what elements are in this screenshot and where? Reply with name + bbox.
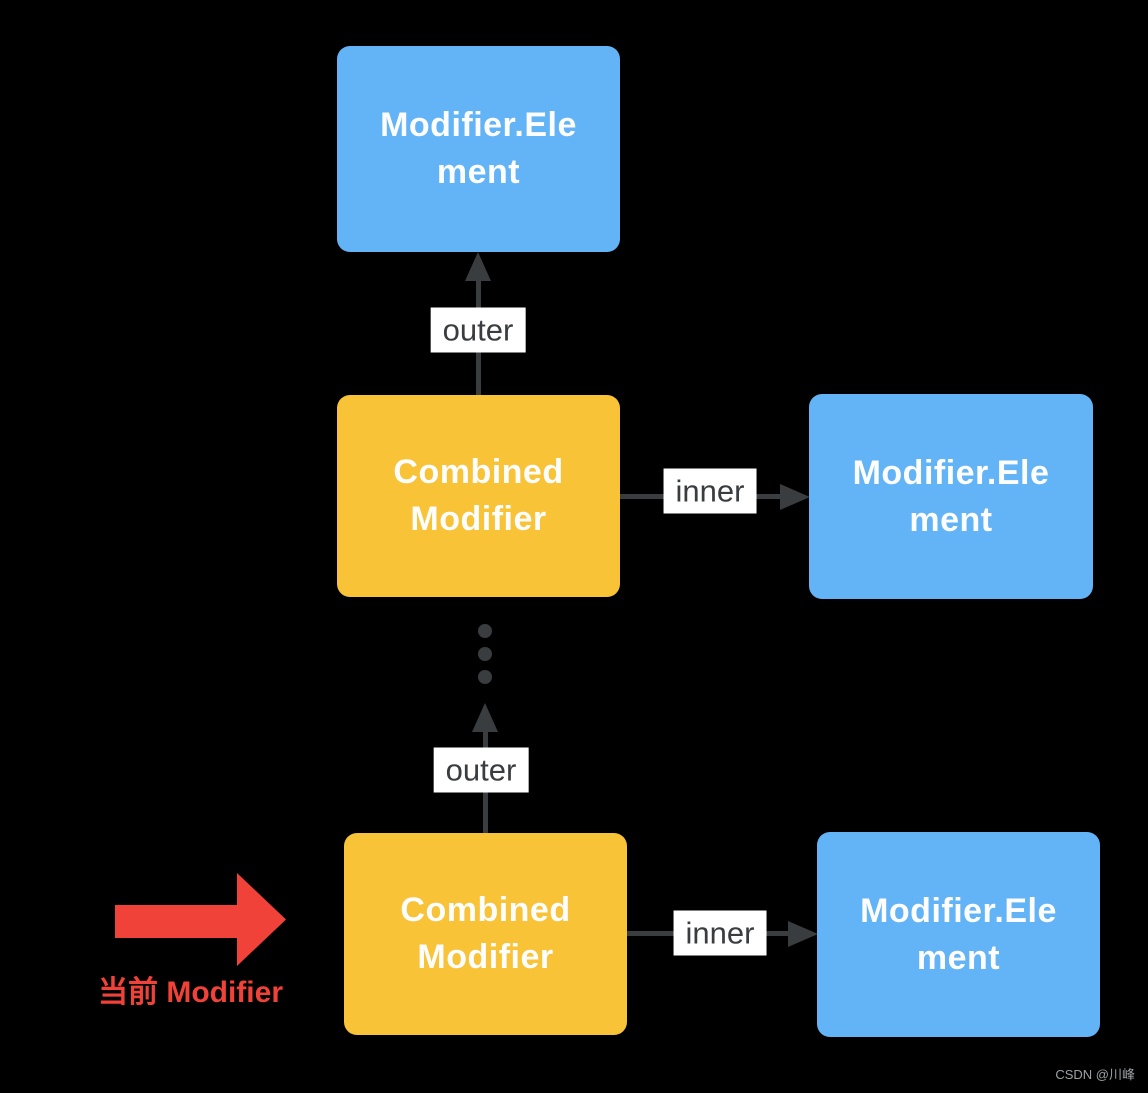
edge-label-inner-mid: inner: [663, 468, 757, 514]
node-modifier-element-bottom: Modifier.Ele ment: [817, 832, 1100, 1037]
edge-label-inner-bottom: inner: [673, 910, 767, 956]
vertical-ellipsis-dot: [478, 624, 492, 638]
vertical-ellipsis-dot: [478, 647, 492, 661]
edge-label-outer-top: outer: [430, 307, 526, 353]
edge-inner-mid-arrowhead-icon: [780, 484, 810, 510]
current-modifier-pointer-icon: [115, 873, 286, 966]
edge-label-outer-bottom: outer: [433, 747, 529, 793]
node-modifier-element-middle: Modifier.Ele ment: [809, 394, 1093, 599]
edge-inner-bottom-arrowhead-icon: [788, 921, 818, 947]
node-modifier-element-top: Modifier.Ele ment: [337, 46, 620, 252]
edge-outer-bottom-arrowhead-icon: [472, 703, 498, 732]
vertical-ellipsis-dot: [478, 670, 492, 684]
current-modifier-label: 当前 Modifier: [98, 976, 283, 1009]
edge-outer-top-arrowhead-icon: [465, 252, 491, 281]
watermark-text: CSDN @川峰: [1055, 1067, 1135, 1082]
node-combined-modifier-middle: Combined Modifier: [337, 395, 620, 597]
node-combined-modifier-bottom: Combined Modifier: [344, 833, 627, 1035]
